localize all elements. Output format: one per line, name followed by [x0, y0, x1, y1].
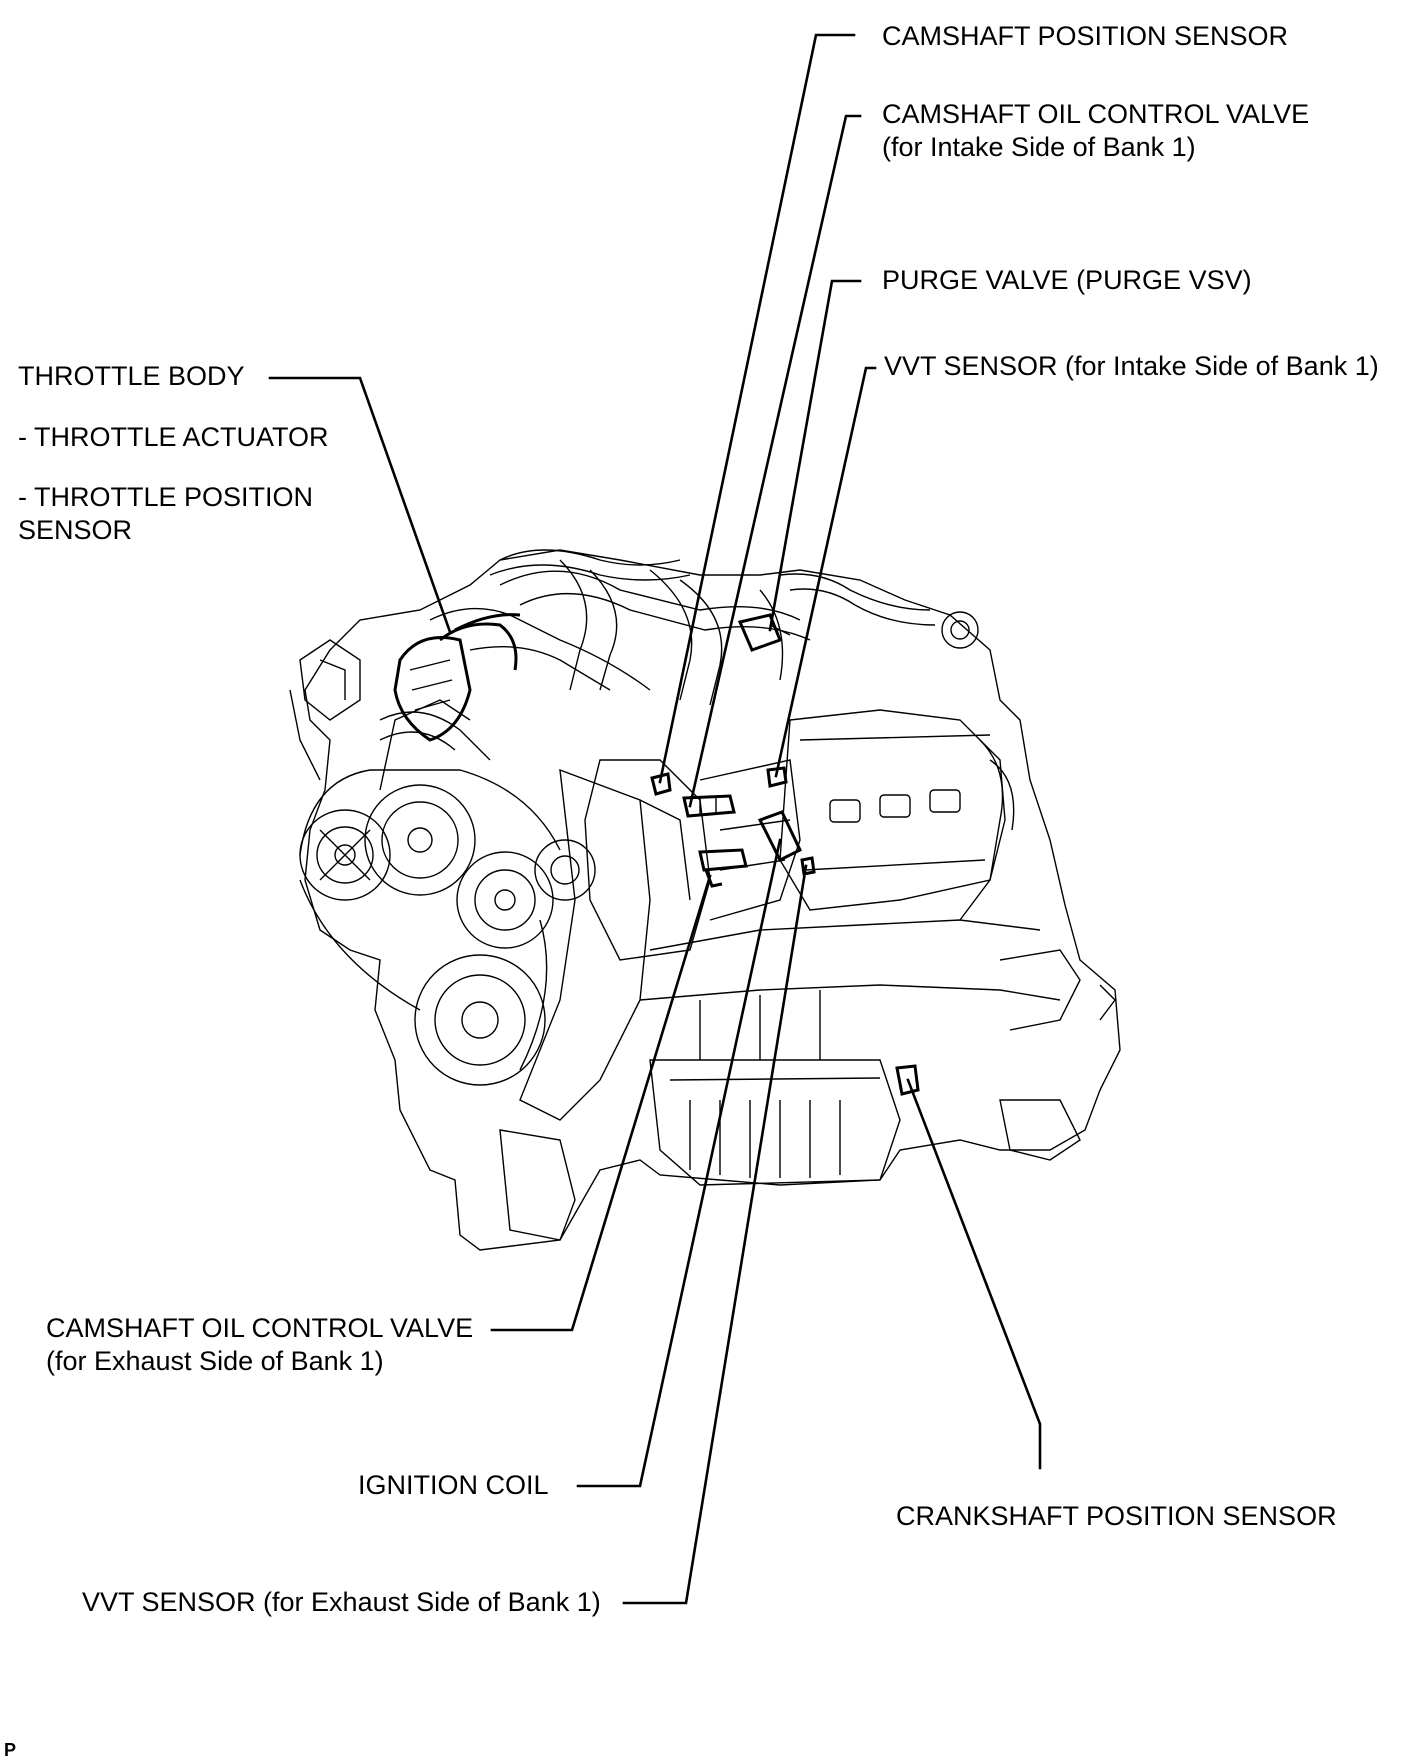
- label-ignition-coil: IGNITION COIL: [358, 1470, 549, 1500]
- leader-vvt-sensor-intake: [774, 366, 877, 778]
- leader-throttle-body: [268, 376, 452, 634]
- label-throttle-position-sensor: - THROTTLE POSITION SENSOR: [18, 482, 314, 545]
- label-camshaft-position-sensor: CAMSHAFT POSITION SENSOR: [882, 21, 1289, 51]
- leader-lines: [268, 33, 1042, 1605]
- label-vvt-sensor-exhaust: VVT SENSOR (for Exhaust Side of Bank 1): [82, 1587, 601, 1617]
- label-throttle-actuator: - THROTTLE ACTUATOR: [18, 422, 329, 452]
- leader-camshaft-position-sensor: [658, 33, 856, 784]
- leader-camshaft-ocv-exhaust: [490, 874, 712, 1332]
- leader-crankshaft-position-sensor: [906, 1078, 1042, 1470]
- leader-ignition-coil: [576, 838, 782, 1488]
- label-camshaft-ocv-intake: CAMSHAFT OIL CONTROL VALVE (for Intake S…: [882, 99, 1310, 162]
- label-crankshaft-position-sensor: CRANKSHAFT POSITION SENSOR: [896, 1501, 1337, 1531]
- engine-block-drawing: [289, 549, 1121, 1251]
- label-camshaft-ocv-exhaust: CAMSHAFT OIL CONTROL VALVE (for Exhaust …: [46, 1313, 474, 1376]
- leader-purge-valve: [768, 279, 862, 632]
- leader-camshaft-ocv-intake: [688, 114, 862, 808]
- label-purge-valve: PURGE VALVE (PURGE VSV): [882, 265, 1252, 295]
- leader-vvt-sensor-exhaust: [622, 864, 808, 1605]
- corner-mark: P: [4, 1740, 17, 1760]
- label-vvt-sensor-intake: VVT SENSOR (for Intake Side of Bank 1): [884, 351, 1379, 381]
- label-throttle-body: THROTTLE BODY: [18, 361, 245, 391]
